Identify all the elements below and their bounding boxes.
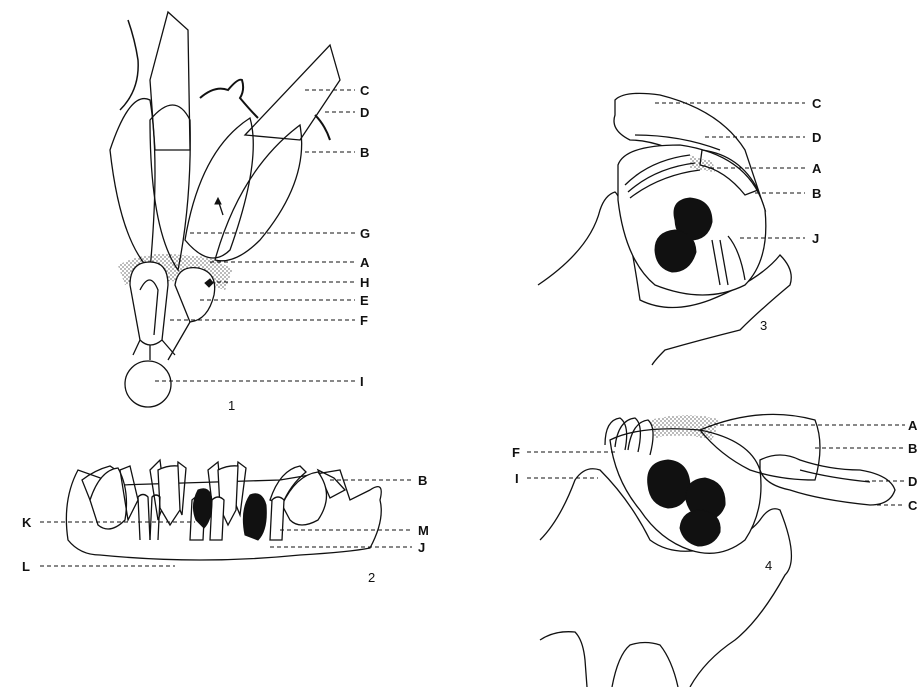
fig4-label-a: A: [908, 418, 918, 433]
fig1-label-e: E: [360, 293, 369, 308]
figure-3: C D A B J 3: [538, 93, 822, 365]
figure-4: A B D C F I 4: [512, 414, 918, 687]
fig4-number: 4: [765, 558, 772, 573]
figure-1: C D B G A H E F I 1: [110, 12, 370, 413]
fig1-tendril: [200, 80, 258, 118]
fig2-label-k: K: [22, 515, 32, 530]
fig4-label-b: B: [908, 441, 917, 456]
fig2-seed-j: [243, 494, 266, 540]
fig1-number: 1: [228, 398, 235, 413]
fig4-label-i: I: [515, 471, 519, 486]
fig1-circle-i: [125, 361, 171, 407]
fig1-label-d: D: [360, 105, 369, 120]
fig3-label-j: J: [812, 231, 819, 246]
fig1-label-a: A: [360, 255, 370, 270]
fig4-label-f: F: [512, 445, 520, 460]
fig1-label-g: G: [360, 226, 370, 241]
fig1-label-i: I: [360, 374, 364, 389]
fig2-label-j: J: [418, 540, 425, 555]
fig1-anther-1: [110, 99, 155, 270]
fig1-label-b: B: [360, 145, 369, 160]
fig3-label-a: A: [812, 161, 822, 176]
fig2-label-b: B: [418, 473, 427, 488]
fig4-lower-stems: [540, 632, 678, 687]
fig1-label-c: C: [360, 83, 370, 98]
fig2-label-l: L: [22, 559, 30, 574]
fig1-anther-3: [185, 118, 253, 258]
fig1-label-h: H: [360, 275, 369, 290]
fig4-cap: [760, 455, 895, 505]
figure-2: B M J K L 2: [22, 460, 429, 585]
fig1-petal-right: [245, 45, 340, 140]
fig3-label-d: D: [812, 130, 821, 145]
fig2-label-m: M: [418, 523, 429, 538]
fig1-anther-4: [215, 125, 302, 261]
fig1-petal-left: [150, 12, 190, 150]
fig3-label-b: B: [812, 186, 821, 201]
fig4-seed-1: [648, 460, 690, 508]
fig2-number: 2: [368, 570, 375, 585]
fig3-label-c: C: [812, 96, 822, 111]
fig4-label-c: C: [908, 498, 918, 513]
fig3-number: 3: [760, 318, 767, 333]
fig1-loop-right: [175, 268, 215, 322]
fig1-loop-left: [130, 262, 168, 345]
fig4-label-d: D: [908, 474, 917, 489]
fig1-label-f: F: [360, 313, 368, 328]
